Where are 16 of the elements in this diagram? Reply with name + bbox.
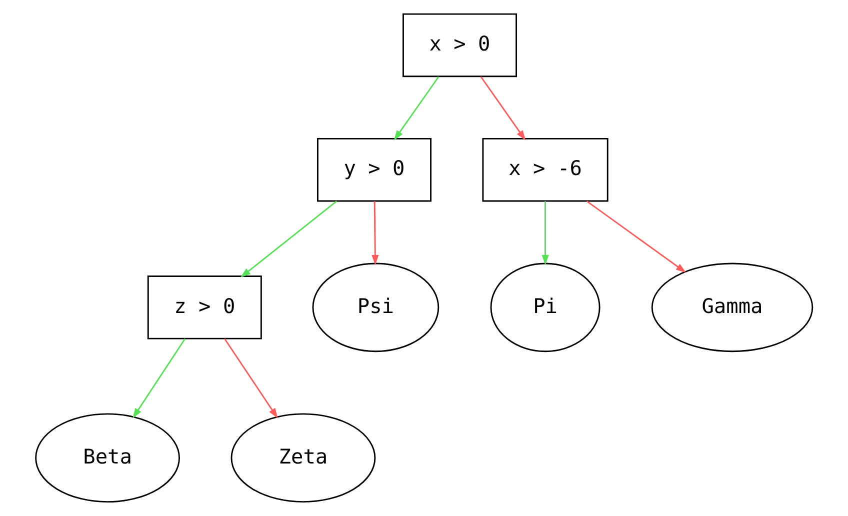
arrow: [586, 200, 686, 273]
node-ellipse: Psi: [312, 262, 440, 352]
arrow: [240, 200, 338, 278]
arrow: [394, 76, 440, 140]
node-ellipse: Pi: [490, 262, 600, 352]
node-ellipse: Beta: [35, 413, 180, 503]
node-ellipse: Zeta: [230, 413, 376, 503]
arrow: [542, 201, 549, 266]
node-box: y > 0: [317, 138, 432, 202]
node-box: z > 0: [147, 276, 262, 340]
arrow: [132, 338, 186, 418]
node-box: x > 0: [402, 13, 518, 78]
arrow: [480, 76, 526, 140]
arrow: [372, 201, 379, 266]
node-box: x > -6: [482, 138, 608, 202]
arrow: [224, 338, 278, 418]
